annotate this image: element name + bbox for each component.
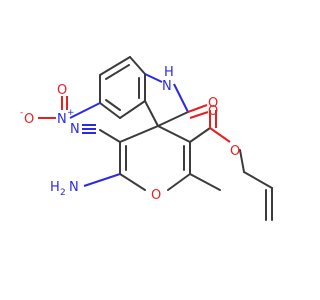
bond-o-ch2 (239, 149, 245, 173)
bond-nh-carbonyl (173, 83, 189, 113)
atom-h-amide: H (164, 65, 174, 80)
atom-o-ester: O (230, 144, 240, 159)
bond-aryl-nh (144, 73, 163, 83)
bond-spiro-aryl (144, 100, 159, 127)
atom-o-carbonyl: O (208, 104, 218, 119)
atom-o-ester-carbonyl: O (208, 96, 218, 111)
atom-o-nitro-top: O (57, 83, 67, 98)
atom-h-amino: H (50, 180, 60, 195)
bond-benzene-5 (99, 102, 121, 119)
bond-ester-o (209, 127, 231, 143)
atom-labels: H N O N + O - O N H 2 N O O O (20, 65, 240, 203)
bond-aryl-nitro (69, 102, 101, 119)
atom-n-amino: N (69, 180, 79, 195)
amino-subscript: 2 (60, 188, 66, 198)
bond-spiro-carbonyl (157, 111, 189, 127)
bond-c3-spiro (157, 125, 191, 143)
nitro-plus-charge: + (67, 108, 75, 118)
bond-c6-o (119, 173, 146, 191)
bond-benzene-1 (99, 56, 131, 76)
bond-o-c2 (167, 173, 191, 191)
atom-n-amide: N (162, 79, 172, 94)
atom-n-nitrile: N (70, 122, 80, 137)
molecule-structure-diagram: H N O N + O - O N H 2 N O O O (20, 56, 273, 221)
bonds (38, 56, 273, 221)
bond-benzene-double-1 (105, 64, 130, 80)
bond-benzene-2 (129, 56, 146, 75)
bond-c6-nh2 (83, 173, 121, 187)
nitro-minus-charge: - (20, 108, 23, 118)
bond-c2-methyl (189, 173, 221, 191)
atom-o-nitro-minus: O (24, 112, 34, 127)
atom-n-nitro: N (57, 112, 67, 127)
bond-c-o-1 (187, 104, 208, 113)
bond-benzene-4 (119, 100, 146, 119)
bond-ch2-ch (243, 171, 273, 189)
bond-c-o-2 (189, 111, 209, 119)
bond-benzene-double-3 (105, 99, 121, 111)
atom-o-pyran: O (151, 188, 161, 203)
bond-c5-cn (99, 129, 121, 143)
bond-c3-ester (189, 127, 211, 143)
bond-spiro-c5 (119, 125, 159, 143)
